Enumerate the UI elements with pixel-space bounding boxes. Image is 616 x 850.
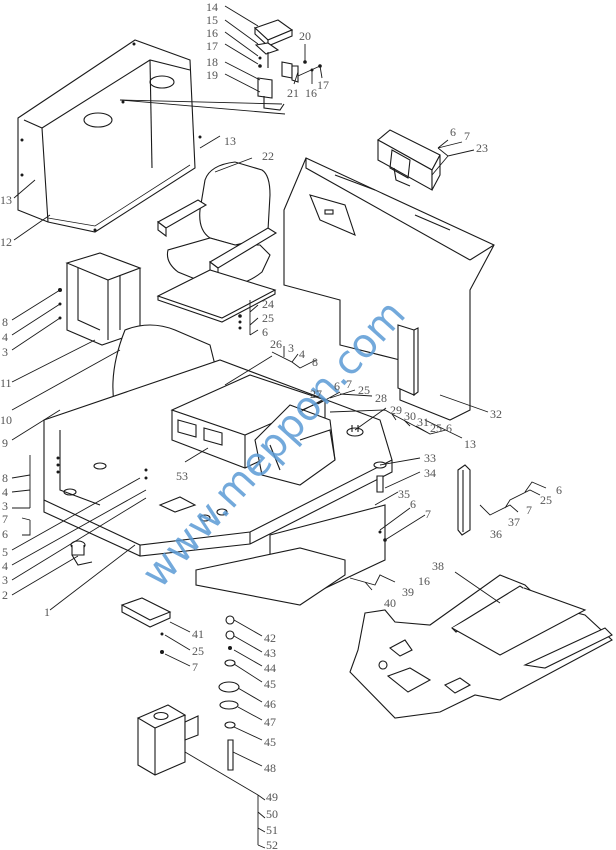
callout-7: 7 — [464, 129, 470, 143]
callout-34: 34 — [424, 466, 436, 480]
callout-17: 17 — [317, 78, 329, 92]
callout-3: 3 — [2, 499, 8, 513]
part-23-display-housing — [377, 129, 441, 191]
callout-6: 6 — [410, 497, 416, 511]
callout-49: 49 — [266, 790, 278, 804]
callout-25: 25 — [540, 493, 552, 507]
callout-8: 8 — [2, 315, 8, 329]
callout-6: 6 — [446, 421, 452, 435]
callout-25: 25 — [192, 644, 204, 658]
part-2-fitting — [70, 540, 93, 566]
callout-16: 16 — [206, 26, 218, 40]
callout-11: 11 — [0, 376, 12, 390]
callout-33: 33 — [424, 451, 436, 465]
leader-lines — [11, 5, 547, 849]
callout-36: 36 — [490, 527, 502, 541]
callout-51: 51 — [266, 823, 278, 837]
callout-42: 42 — [264, 631, 276, 645]
callout-31: 31 — [417, 415, 429, 429]
callout-7: 7 — [2, 512, 8, 526]
callout-labels: 14 15 16 17 18 19 20 21 16 17 13 13 12 2… — [0, 0, 562, 850]
callout-37: 37 — [508, 515, 520, 529]
parts-42-48-fastener-stack — [218, 615, 240, 771]
callout-16: 16 — [305, 86, 317, 100]
callout-14: 14 — [206, 0, 218, 14]
callout-4: 4 — [2, 330, 8, 344]
callout-43: 43 — [264, 646, 276, 660]
callout-28: 28 — [375, 391, 387, 405]
callout-17: 17 — [206, 39, 218, 53]
callout-27: 27 — [310, 387, 322, 401]
callout-13: 13 — [464, 437, 476, 451]
callout-50: 50 — [266, 807, 278, 821]
callout-3: 3 — [2, 345, 8, 359]
callout-8: 8 — [2, 471, 8, 485]
callout-13: 13 — [224, 134, 236, 148]
callout-7: 7 — [192, 660, 198, 674]
callout-25: 25 — [358, 383, 370, 397]
callout-4: 4 — [2, 559, 8, 573]
callout-23: 23 — [476, 141, 488, 155]
callout-7: 7 — [526, 503, 532, 517]
callout-8: 8 — [312, 355, 318, 369]
callout-53: 53 — [176, 469, 188, 483]
part-40-under-panel — [195, 504, 387, 606]
callout-9: 9 — [2, 436, 8, 450]
parts-14-21-bracket-cluster — [119, 19, 322, 115]
callout-13: 13 — [0, 193, 12, 207]
callout-16: 16 — [418, 574, 430, 588]
callout-3: 3 — [2, 573, 8, 587]
part-12-rear-cover — [17, 39, 196, 233]
callout-19: 19 — [206, 68, 218, 82]
callout-12: 12 — [0, 235, 12, 249]
callout-25: 25 — [262, 311, 274, 325]
part-11-frame — [58, 252, 142, 346]
callout-26: 26 — [270, 337, 282, 351]
callout-10: 10 — [0, 413, 12, 427]
callout-29: 29 — [390, 403, 402, 417]
callout-6: 6 — [334, 379, 340, 393]
callout-38: 38 — [432, 559, 444, 573]
callout-30: 30 — [404, 409, 416, 423]
callout-20: 20 — [299, 29, 311, 43]
part-38-floor-plate — [349, 574, 613, 719]
callout-24: 24 — [262, 297, 274, 311]
callout-1: 1 — [44, 605, 50, 619]
callout-15: 15 — [206, 13, 218, 27]
callout-40: 40 — [384, 596, 396, 610]
callout-4: 4 — [299, 347, 305, 361]
callout-45: 45 — [264, 735, 276, 749]
callout-46: 46 — [264, 697, 276, 711]
callout-2: 2 — [2, 588, 8, 602]
callout-52: 52 — [266, 838, 278, 850]
parts-49-52-base-box — [136, 704, 199, 776]
callout-6: 6 — [262, 325, 268, 339]
callout-5: 5 — [2, 545, 8, 559]
part-32-rear-panel — [283, 157, 495, 421]
callout-32: 32 — [490, 407, 502, 421]
callout-4: 4 — [2, 485, 8, 499]
callout-41: 41 — [192, 627, 204, 641]
callout-47: 47 — [264, 715, 276, 729]
part-27-bracket — [254, 404, 387, 493]
callout-25: 25 — [430, 421, 442, 435]
callout-35: 35 — [398, 487, 410, 501]
callout-7: 7 — [425, 507, 431, 521]
callout-21: 21 — [287, 86, 299, 100]
callout-22: 22 — [262, 149, 274, 163]
callout-6: 6 — [2, 527, 8, 541]
part-36-post — [457, 464, 471, 536]
callout-6: 6 — [450, 125, 456, 139]
callout-18: 18 — [206, 55, 218, 69]
callout-7: 7 — [346, 377, 352, 391]
callout-45: 45 — [264, 677, 276, 691]
part-22-seat — [156, 135, 278, 330]
callout-48: 48 — [264, 761, 276, 775]
callout-6: 6 — [556, 483, 562, 497]
callout-44: 44 — [264, 661, 276, 675]
callout-39: 39 — [402, 585, 414, 599]
part-41-tray — [120, 597, 172, 654]
callout-3: 3 — [288, 341, 294, 355]
